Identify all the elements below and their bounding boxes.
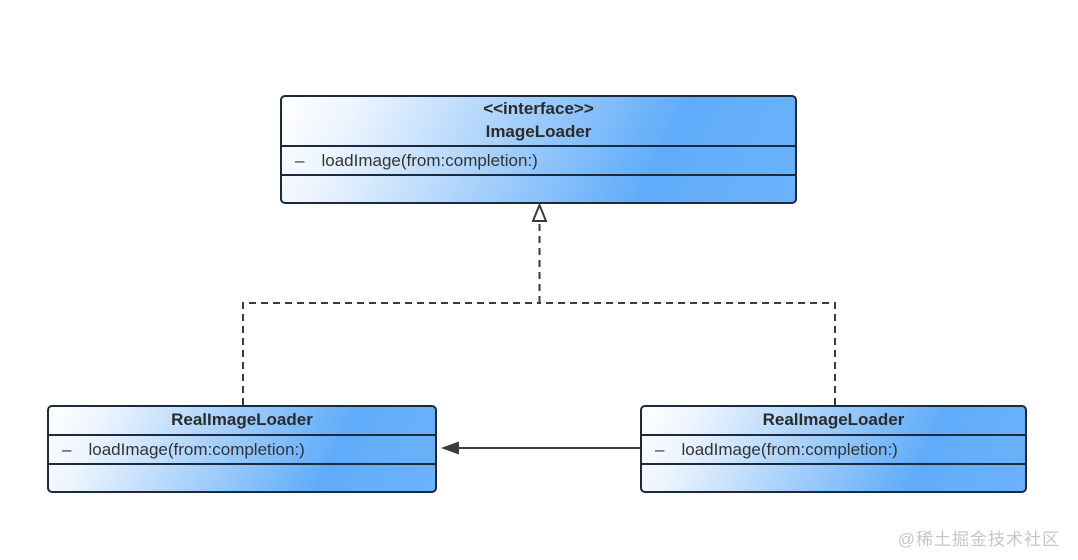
- method-row: – loadImage(from:completion:): [282, 145, 795, 174]
- filled-triangle-arrowhead: [441, 441, 459, 455]
- class-box-imageloader: <<interface>> ImageLoader – loadImage(fr…: [280, 95, 797, 204]
- realization-link-right: [539, 302, 836, 405]
- stereotype-label: <<interface>>: [483, 99, 594, 119]
- visibility-symbol: –: [62, 439, 72, 459]
- attributes-row-empty: [49, 463, 435, 491]
- method-signature: loadImage(from:completion:): [88, 439, 305, 459]
- method-signature: loadImage(from:completion:): [681, 439, 898, 459]
- attributes-row-empty: [642, 463, 1025, 491]
- realization-link-left: [242, 302, 540, 405]
- watermark: @稀土掘金技术社区: [897, 530, 1060, 549]
- class-header: RealImageLoader: [642, 407, 1025, 434]
- class-header: RealImageLoader: [49, 407, 435, 434]
- method-row: – loadImage(from:completion:): [642, 434, 1025, 463]
- visibility-symbol: –: [655, 439, 665, 459]
- class-name: ImageLoader: [485, 122, 592, 141]
- method-signature: loadImage(from:completion:): [321, 150, 538, 170]
- attributes-row-empty: [282, 174, 795, 202]
- class-name: RealImageLoader: [762, 410, 905, 430]
- class-name: RealImageLoader: [171, 410, 313, 430]
- hollow-triangle-arrowhead: [531, 202, 548, 222]
- class-box-realimageloader-right: RealImageLoader – loadImage(from:complet…: [640, 405, 1027, 493]
- class-header: <<interface>> ImageLoader: [282, 97, 795, 145]
- visibility-symbol: –: [295, 150, 305, 170]
- class-box-realimageloader-left: RealImageLoader – loadImage(from:complet…: [47, 405, 437, 493]
- method-row: – loadImage(from:completion:): [49, 434, 435, 463]
